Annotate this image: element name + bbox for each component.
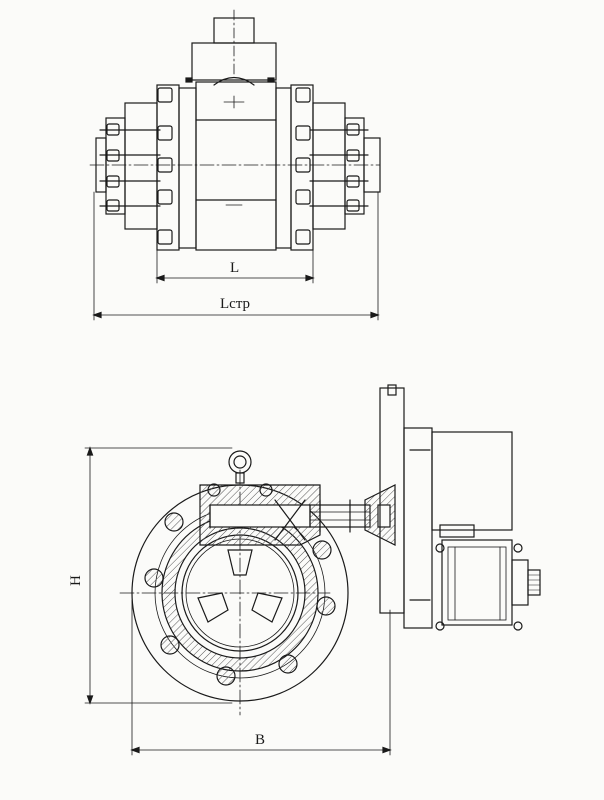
- dimension-Lstr: [92, 191, 380, 321]
- left-flange-assembly: [95, 84, 197, 251]
- top-actuator-block: [185, 9, 277, 86]
- lifting-eye: [228, 450, 252, 484]
- top-view: [89, 9, 381, 321]
- actuator-gearbox: [379, 384, 541, 631]
- drive-shaft: [309, 484, 396, 546]
- left-flange-bolts: [99, 87, 173, 245]
- right-flange-assembly: [275, 84, 381, 251]
- dimension-L: [155, 249, 315, 284]
- dimension-B: [130, 599, 392, 756]
- right-flange-bolts: [295, 87, 369, 245]
- dimension-H: [84, 446, 233, 705]
- dimension-H-label: H: [68, 575, 84, 586]
- shaft-housing: [199, 483, 321, 546]
- dimension-Lstr-label: Lстр: [220, 296, 250, 312]
- disc-segments: [197, 549, 283, 623]
- dimension-L-label: L: [230, 260, 239, 276]
- flange-bolt-holes: [144, 512, 336, 686]
- dimension-B-label: B: [255, 732, 265, 748]
- front-view: [84, 384, 541, 756]
- valve-body-top: [195, 81, 277, 251]
